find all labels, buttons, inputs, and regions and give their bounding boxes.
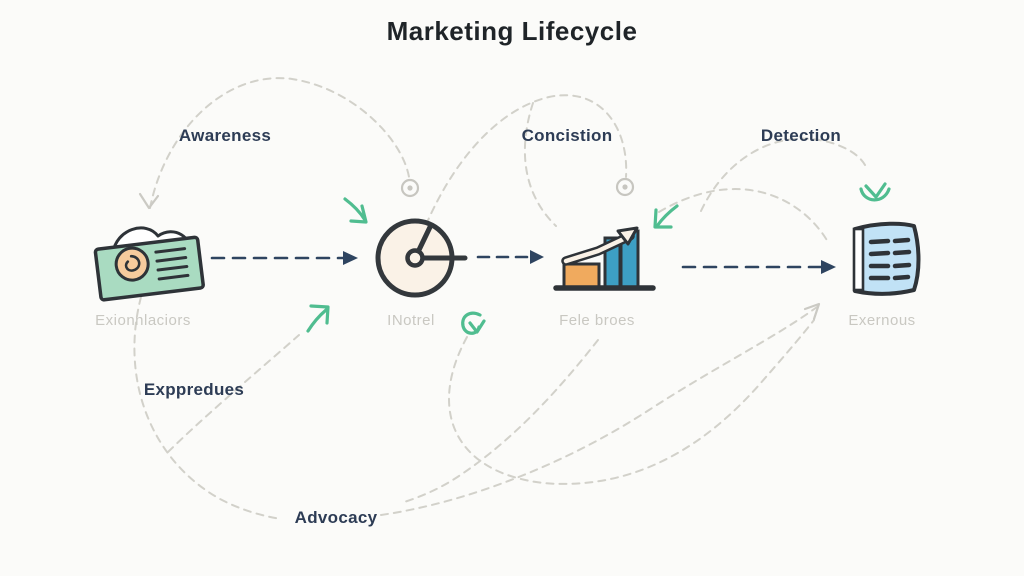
notebook-body <box>853 221 921 296</box>
curve-detection-arc <box>700 137 867 212</box>
label-advocacy: Advocacy <box>294 508 378 527</box>
mail-text-lines <box>154 247 190 281</box>
page-title: Marketing Lifecycle <box>386 16 638 46</box>
curve-arrowhead-right <box>803 302 821 321</box>
mail-stamp <box>114 246 150 282</box>
circle-dot-center <box>407 185 413 191</box>
label-exppredues: Exppredues <box>143 380 245 399</box>
curve-advocacy-right <box>380 306 818 516</box>
gauge-hub <box>405 248 425 268</box>
mail-card-icon <box>93 226 205 302</box>
flow-arrowhead-1 <box>343 251 358 265</box>
caption-mail: Exionnlaciors <box>95 312 191 329</box>
arrow-up-right-icon <box>306 304 330 333</box>
arrow-down-right-icon <box>343 197 368 224</box>
bar-chart-icon <box>553 226 656 291</box>
curve-advocacy-left <box>133 296 282 520</box>
notebook-text-lines <box>868 237 912 281</box>
arrow-down-left-icon <box>653 204 679 229</box>
node-gauge <box>372 214 472 306</box>
curve-concistion-drop <box>523 102 557 227</box>
endpoint-node-icons <box>400 177 635 198</box>
notebook-icon <box>852 221 921 296</box>
curve-awareness-arc <box>149 77 410 209</box>
flow-arrowhead-2 <box>530 250 544 264</box>
node-bar-chart <box>552 222 657 297</box>
curve-bottom-loop <box>448 319 815 485</box>
gauge-needle-up <box>415 222 434 255</box>
curve-concistion-arc <box>420 94 628 238</box>
circle-dot-icon <box>400 178 420 198</box>
caption-bar-chart: Fele broes <box>559 312 635 329</box>
trend-arrowhead <box>616 226 639 246</box>
label-detection: Detection <box>760 126 842 145</box>
caption-notebook: Exernous <box>848 312 916 329</box>
caption-gauge: INotrel <box>387 312 435 329</box>
curve-to-up-arrow <box>167 334 300 453</box>
mail-card-body <box>93 235 205 302</box>
trend-arrow <box>563 233 633 264</box>
node-notebook <box>845 216 925 301</box>
curve-cross-strand <box>400 339 599 504</box>
gauge-icon <box>375 218 468 298</box>
flow-arrowhead-3 <box>821 260 836 274</box>
circle-dot-icon <box>615 177 635 197</box>
bar-orange <box>562 262 601 289</box>
curve-right-sweep <box>658 188 829 243</box>
mail-stamp-swirl <box>124 254 141 272</box>
circle-dot-center <box>622 184 628 190</box>
dashed-curves <box>133 77 867 520</box>
arrow-loop-down-icon <box>461 311 486 335</box>
node-mail <box>88 215 213 305</box>
green-sketch-arrows <box>306 182 891 335</box>
flow-arrows <box>210 250 836 274</box>
label-awareness: Awareness <box>178 126 272 145</box>
curve-arrowhead-left <box>138 192 160 210</box>
label-concistion: Concistion <box>521 126 613 145</box>
notebook-spine <box>852 227 865 292</box>
arrow-down-icon <box>859 182 891 202</box>
